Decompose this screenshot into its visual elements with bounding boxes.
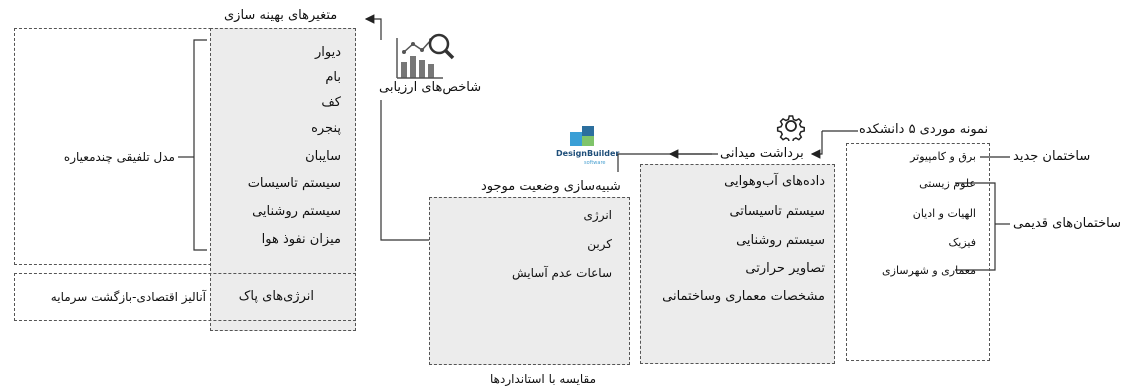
simulation-item: ساعات عدم آسایش bbox=[511, 266, 612, 280]
simulation-item: کربن bbox=[587, 237, 612, 251]
gear-icon bbox=[776, 111, 806, 145]
case-study-box bbox=[846, 143, 990, 361]
designbuilder-logo-icon bbox=[568, 124, 598, 152]
old-building-label: ساختمان‌های قدیمی bbox=[1013, 216, 1121, 231]
new-building-label: ساختمان جدید bbox=[1013, 149, 1091, 164]
simulation-item: انرژی bbox=[583, 208, 612, 222]
designbuilder-logo-subtext: software bbox=[584, 160, 606, 166]
field-box bbox=[640, 164, 835, 364]
optimization-item: سیستم تاسیسات bbox=[247, 176, 341, 191]
optimization-item: دیوار bbox=[314, 45, 341, 60]
optimization-item: پنجره bbox=[311, 121, 341, 136]
optimization-item: بام bbox=[325, 70, 341, 85]
compare-label: مقایسه با استانداردها bbox=[490, 372, 597, 386]
renewable-label: انرژی‌های پاک bbox=[238, 289, 314, 304]
indicators-label: شاخص‌های ارزیابی bbox=[379, 80, 482, 95]
case-study-title: نمونه موردی ۵ دانشکده bbox=[859, 122, 989, 137]
optimization-item: سایبان bbox=[305, 149, 341, 164]
analysis-label: آنالیز اقتصادی-بازگشت سرمایه bbox=[50, 290, 206, 304]
optimization-items-box bbox=[210, 28, 356, 331]
old-building-item: فیزیک bbox=[948, 236, 976, 249]
model-label: مدل تلفیقی چندمعیاره bbox=[63, 150, 175, 164]
optimization-item: کف bbox=[321, 95, 341, 110]
optimization-item: میزان نفوذ هوا bbox=[261, 232, 341, 247]
old-building-item: معماری و شهرسازی bbox=[882, 264, 976, 277]
field-item: سیستم روشنایی bbox=[736, 233, 825, 248]
designbuilder-logo: DesignBuilder bbox=[556, 149, 620, 158]
field-item: داده‌های آب‌وهوایی bbox=[724, 174, 825, 189]
optimization-item: سیستم روشنایی bbox=[252, 204, 341, 219]
simulation-title: شبیه‌سازی وضعیت موجود bbox=[481, 179, 621, 194]
simulation-box bbox=[429, 197, 630, 365]
field-item: سیستم تاسیساتی bbox=[729, 204, 825, 219]
field-item: مشخصات معماری وساختمانی bbox=[662, 289, 825, 304]
optimization-title: متغیرهای بهینه سازی bbox=[224, 8, 338, 23]
old-building-item: علوم زیستی bbox=[919, 177, 976, 190]
field-title: برداشت میدانی bbox=[720, 146, 804, 161]
old-building-item: الهیات و ادیان bbox=[912, 207, 976, 220]
renewable-box bbox=[14, 273, 356, 321]
analytics-chart-magnifier-icon bbox=[393, 30, 455, 86]
new-building-item: برق و کامپیوتر bbox=[910, 150, 976, 163]
field-item: تصاویر حرارتی bbox=[745, 261, 825, 276]
